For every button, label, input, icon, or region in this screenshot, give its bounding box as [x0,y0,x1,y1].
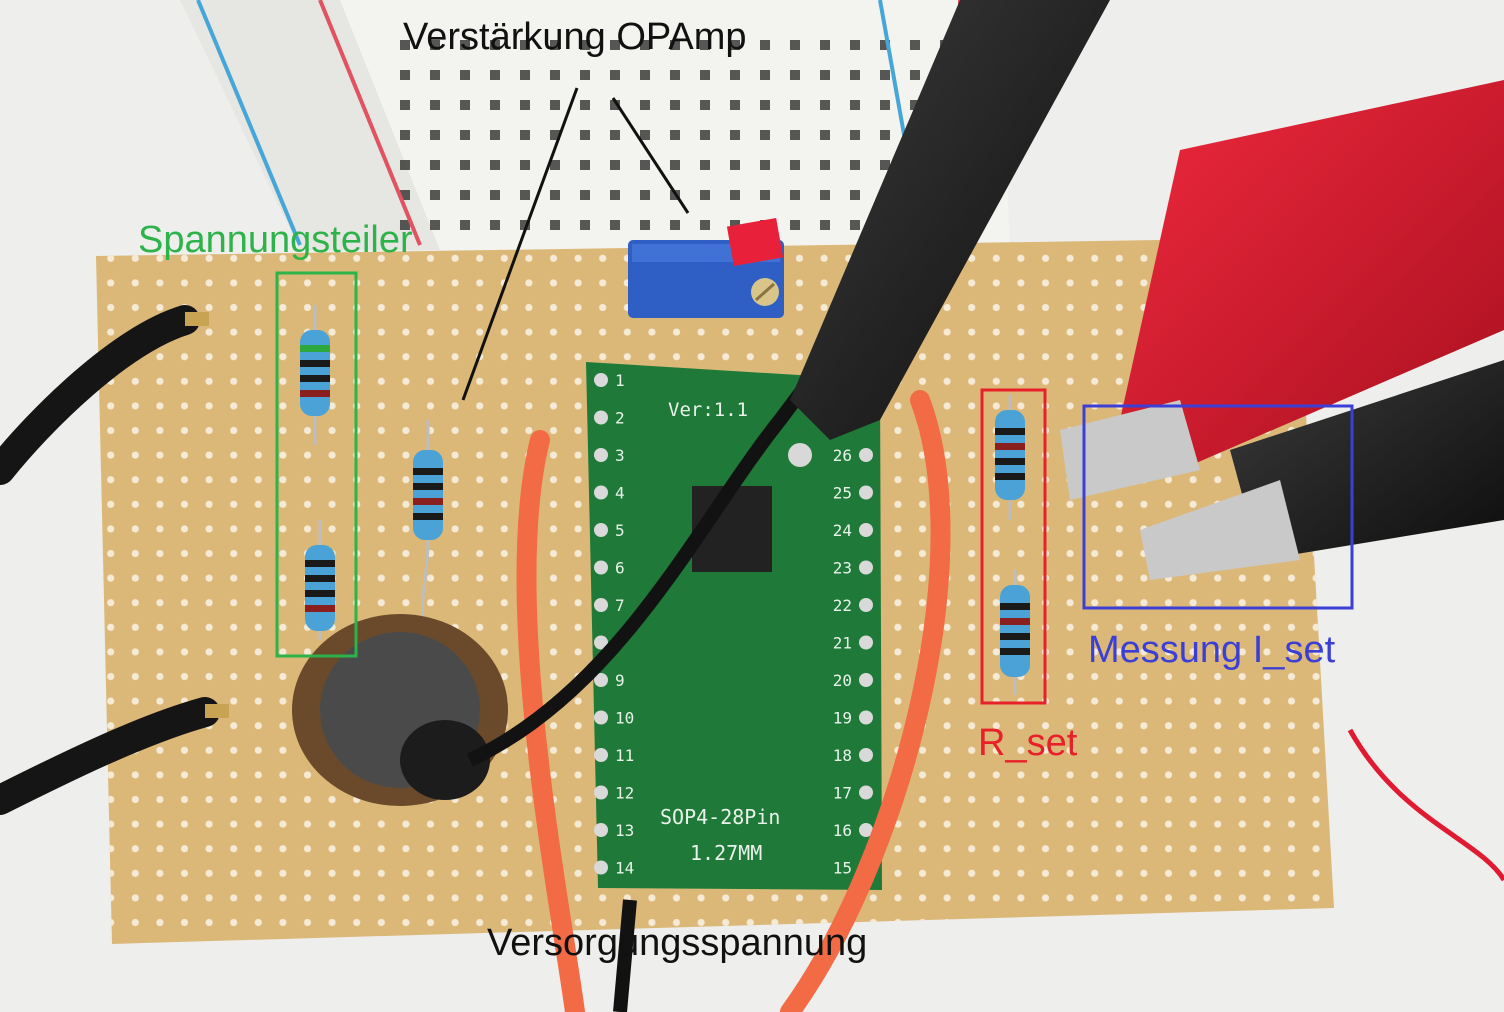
pin-number-right: 16 [833,821,852,840]
resistor-divider-top [300,305,330,445]
pin-pad-left [594,635,608,650]
pin-number-right: 19 [833,709,852,728]
opamp-gain-label: Verstärkung OPAmp [403,16,747,58]
pin-pad-left [594,448,608,462]
voltage-divider-box [275,271,358,658]
orange-wires [516,390,951,1012]
pin-number-left: 12 [615,784,634,803]
resistor-rset-bottom [1000,570,1030,695]
pin-pad-left [594,373,608,387]
pin-number-left: 1 [615,371,625,390]
pin-number-right: 15 [833,859,852,878]
pin-pad-right [859,560,873,575]
pin-pad-right [859,748,873,762]
pin-pad-left [594,560,608,575]
pin-number-left: 5 [615,521,625,540]
opamp-pointer-lines [461,87,690,401]
black-alligator-clip [1140,360,1504,580]
pin-number-right: 21 [833,634,852,653]
pin-pad-right [859,710,873,725]
r-set-box [980,388,1047,705]
pin-number-left: 3 [615,446,625,465]
pin-pad-right [859,598,873,612]
supply-voltage-label: Versorgungsspannung [487,922,868,964]
pin-number-left: 13 [615,821,634,840]
red-thin-wire [1347,728,1504,882]
pin-number-right: 18 [833,746,852,765]
resistor-middle [413,420,443,631]
pin-pad-left [594,673,608,687]
pin-pad-left [594,523,608,537]
left-black-wires [0,305,229,815]
pin-number-right: 17 [833,784,852,803]
black-lead-bottom [613,899,637,1012]
pin-number-right: 23 [833,559,852,578]
pin-number-left: 7 [615,596,625,615]
pin-pad-right [859,485,873,500]
pin-number-left: 9 [615,671,625,690]
pin-number-right: 20 [833,671,852,690]
pin-pad-right [859,448,873,462]
pin-pad-right [859,673,873,687]
pin-pad-right [859,523,873,537]
pin-pad-left [594,598,608,612]
pin-number-left: 6 [615,559,625,578]
resistor-divider-bottom [305,520,335,640]
pin-number-left: 14 [615,859,634,878]
pin-pad-right [859,785,873,800]
pin-number-right: 24 [833,521,852,540]
pin-number-right: 26 [833,446,852,465]
pin-number-left: 10 [615,709,634,728]
pin-pad-left [594,710,608,725]
current-measure-box [1082,404,1354,610]
pin-pad-right [859,823,873,837]
pin-pad-left [594,410,608,425]
voltage-divider-label: Spannungsteiler [138,219,413,261]
pin-number-left: 11 [615,746,634,765]
pin-number-right: 22 [833,596,852,615]
pin-pad-left [594,485,608,500]
pin-number-left: 4 [615,484,625,503]
resistor-rset-top [995,395,1025,520]
r-set-label: R_set [978,722,1078,764]
pin-pad-left [594,785,608,800]
pin-pad-left [594,860,608,875]
board-pitch: 1.27MM [690,841,762,865]
pin-pad-right [859,635,873,650]
current-measure-label: Messung I_set [1088,629,1336,671]
pin-number-right: 25 [833,484,852,503]
red-alligator-clip [1060,80,1504,500]
pin-pad-left [594,748,608,762]
board-version: Ver:1.1 [668,399,748,421]
pin-number-left: 2 [615,409,625,428]
electrolytic-capacitor [292,614,508,806]
pin-pad-left [594,823,608,837]
board-package: SOP4-28Pin [660,805,780,829]
oscilloscope-probe [788,0,1110,467]
